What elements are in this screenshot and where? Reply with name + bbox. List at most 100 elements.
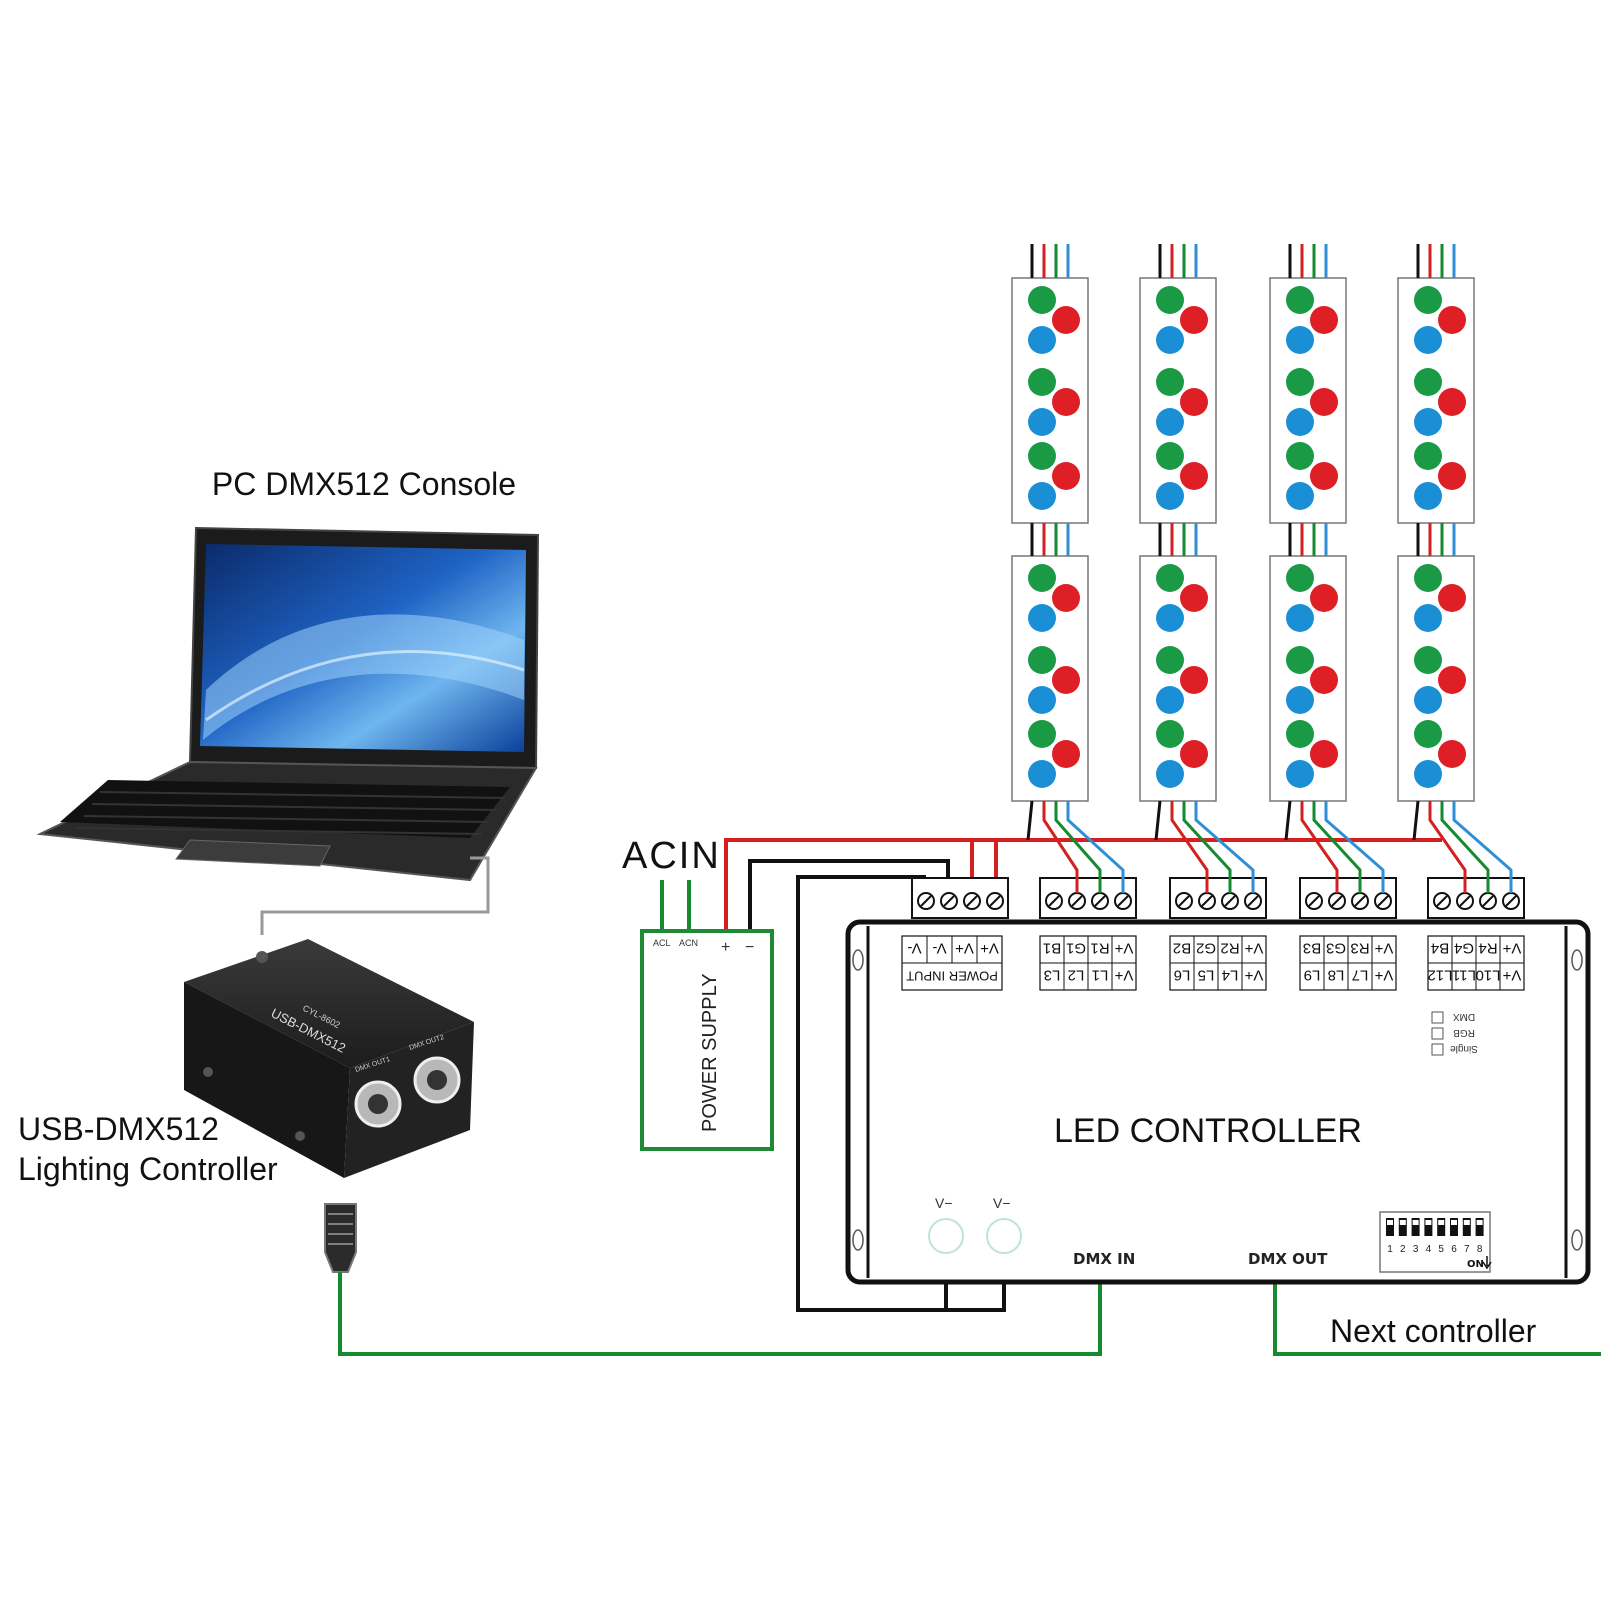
rgb-led: [1286, 442, 1338, 510]
channel-1-pin-label: B1: [1043, 940, 1061, 957]
rgb-led: [1286, 646, 1338, 714]
rgb-led: [1028, 286, 1080, 354]
rgb-led: [1414, 442, 1466, 510]
channel-3-pin-label: R3: [1350, 940, 1369, 957]
rgb-led: [1156, 368, 1208, 436]
rgb-led: [1156, 564, 1208, 632]
v-minus-right: V−: [993, 1195, 1011, 1211]
mode-option-label: Single: [1450, 1043, 1478, 1054]
screw-terminal-icon: [1374, 892, 1392, 910]
rgb-led: [1414, 286, 1466, 354]
usb-device-label-line2: Lighting Controller: [18, 1151, 278, 1187]
mode-checkboxes: DMX RGB Single: [1431, 1011, 1478, 1056]
channel-2-pin-label: L6: [1174, 967, 1191, 984]
power-input-label: POWER INPUT: [906, 969, 998, 984]
channel-4-pin-label: V+: [1502, 967, 1521, 984]
rgb-led: [1414, 564, 1466, 632]
rgb-led: [1414, 368, 1466, 436]
channel-3-pin-label: L8: [1328, 967, 1345, 984]
channel-4-pin-label: L10: [1475, 967, 1500, 984]
dip-toggle: [1475, 1218, 1484, 1236]
acin-wires: [660, 880, 691, 931]
dip-number: 2: [1400, 1244, 1406, 1255]
screw-terminal-icon: [986, 892, 1004, 910]
rgb-led: [1286, 368, 1338, 436]
dip-toggle: [1462, 1218, 1471, 1236]
power-pin-label: V-: [932, 940, 946, 957]
screw-terminal-icon: [1045, 892, 1063, 910]
channel-2-pin-label: L5: [1198, 967, 1215, 984]
screw-terminal-icon: [1244, 892, 1262, 910]
screw-terminal-icon: [1351, 892, 1369, 910]
console-title: PC DMX512 Console: [212, 466, 516, 502]
mode-option-label: DMX: [1453, 1011, 1476, 1022]
channel-3-pin-label: V+: [1374, 940, 1393, 957]
xlr-connector-icon: [413, 1056, 461, 1104]
dip-number: 7: [1464, 1244, 1470, 1255]
channel-2-pin-label: L4: [1222, 967, 1239, 984]
mode-checkbox: [1431, 1011, 1444, 1024]
channel-4-pin-label: L12: [1427, 967, 1452, 984]
dip-toggle: [1386, 1218, 1394, 1236]
power-pin-label: V-: [907, 940, 921, 957]
channel-1-pin-label: V+: [1114, 967, 1133, 984]
screw-terminal-icon: [1305, 892, 1323, 910]
rgb-led: [1286, 720, 1338, 788]
channel-1-pin-label: G1: [1066, 940, 1086, 957]
channel-1-pin-label: R1: [1090, 940, 1109, 957]
rgb-led: [1028, 564, 1080, 632]
dip-toggle: [1437, 1218, 1446, 1236]
ps-acl: ACL: [653, 938, 671, 948]
rgb-led: [1028, 720, 1080, 788]
dip-number: 1: [1387, 1244, 1393, 1255]
dmx-green-wire: [338, 1272, 1601, 1356]
dip-number: 8: [1477, 1244, 1483, 1255]
rgb-led: [1028, 442, 1080, 510]
channel-1-pin-label: L1: [1092, 967, 1109, 984]
mode-checkbox: [1431, 1043, 1444, 1056]
ps-minus: −: [745, 939, 754, 956]
rgb-led: [1414, 720, 1466, 788]
screw-terminal-icon: [1502, 892, 1520, 910]
screw-terminal-icon: [1479, 892, 1497, 910]
screw-terminal-icon: [1068, 892, 1086, 910]
channel-3-pin-label: B3: [1303, 940, 1321, 957]
ps-title: POWER SUPPLY: [699, 973, 721, 1132]
next-controller-label: Next controller: [1330, 1313, 1537, 1349]
channel-4-pin-label: L11: [1452, 967, 1476, 984]
dip-number: 5: [1438, 1244, 1444, 1255]
dip-toggle: [1450, 1218, 1458, 1236]
screw-terminal-icon: [1456, 892, 1474, 910]
rgb-led: [1028, 368, 1080, 436]
rgb-led: [1286, 564, 1338, 632]
screw-terminal-icon: [1198, 892, 1216, 910]
channel-1-pin-label: L3: [1044, 967, 1061, 984]
dip-number: 4: [1426, 1244, 1432, 1255]
dip-number: 6: [1451, 1244, 1457, 1255]
channel-3-pin-label: L7: [1352, 967, 1369, 984]
screw-terminal-icon: [917, 892, 935, 910]
screw-terminal-icon: [1091, 892, 1109, 910]
acin-label: ACIN: [622, 835, 721, 877]
rgb-led: [1286, 286, 1338, 354]
dip-toggle: [1424, 1218, 1433, 1236]
rgb-led: [1414, 646, 1466, 714]
laptop-image: [36, 526, 540, 935]
channel-4-pin-label: B4: [1431, 940, 1449, 957]
rgb-led: [1156, 286, 1208, 354]
screw-terminal-icon: [940, 892, 958, 910]
channel-2-pin-label: V+: [1244, 967, 1263, 984]
dip-on-label: ON: [1467, 1259, 1484, 1270]
dmx-out-label: DMX OUT: [1248, 1250, 1328, 1268]
channel-4-pin-label: G4: [1454, 940, 1474, 957]
rgb-led: [1028, 646, 1080, 714]
rgb-led: [1156, 442, 1208, 510]
screw-terminal-icon: [1175, 892, 1193, 910]
mode-option-label: RGB: [1453, 1027, 1475, 1038]
screw-terminal-icon: [1328, 892, 1346, 910]
screw-terminal-icon: [1114, 892, 1132, 910]
usb-device-label-line1: USB-DMX512: [18, 1111, 219, 1147]
channel-2-pin-label: B2: [1173, 940, 1191, 957]
